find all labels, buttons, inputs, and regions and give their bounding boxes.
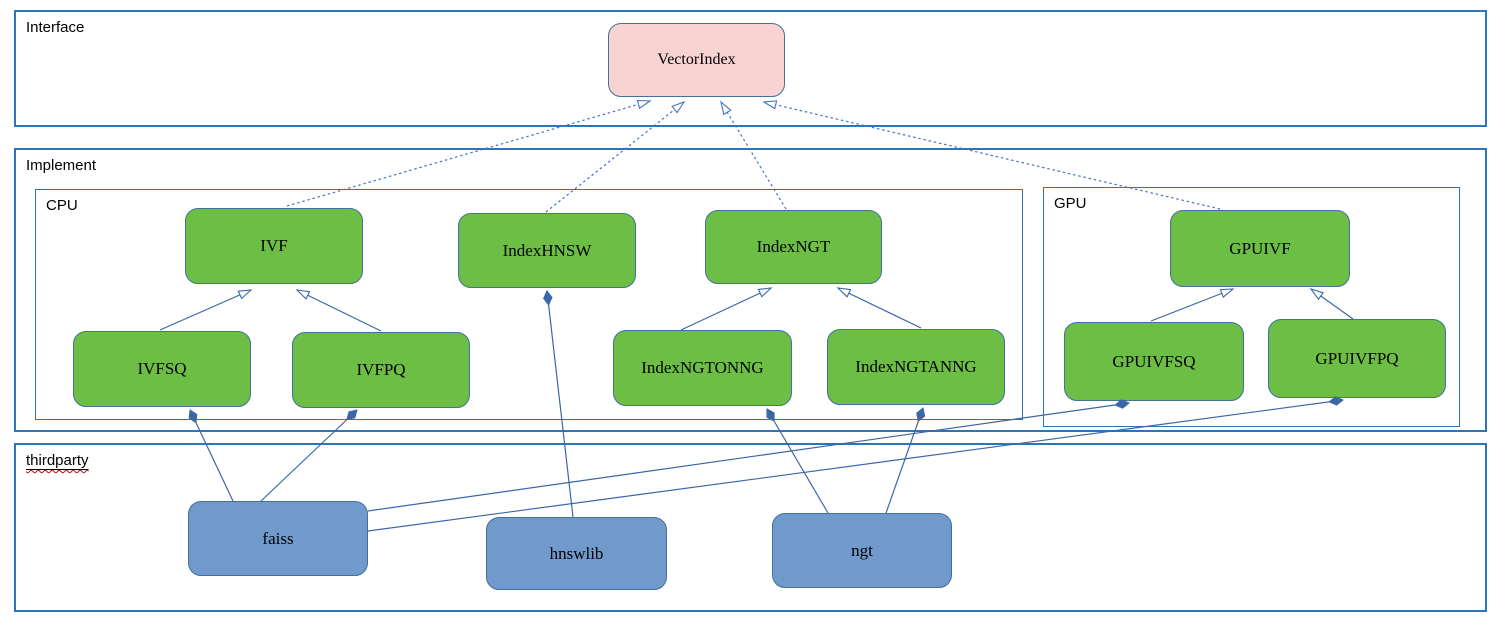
indexhnsw-node: IndexHNSW <box>458 213 636 288</box>
ivfsq-node: IVFSQ <box>73 331 251 407</box>
cpu-container-label: CPU <box>46 197 78 214</box>
indexngt-node: IndexNGT <box>705 210 882 284</box>
ivfsq-label: IVFSQ <box>137 359 187 378</box>
indexngtonng-node: IndexNGTONNG <box>613 330 792 406</box>
hnswlib-label: hnswlib <box>549 543 604 563</box>
gpuivfpq-node: GPUIVFPQ <box>1268 319 1446 398</box>
gpuivfsq-label: GPUIVFSQ <box>1112 351 1196 371</box>
ivfpq-node: IVFPQ <box>292 332 470 408</box>
gpuivfsq-node: GPUIVFSQ <box>1064 322 1244 401</box>
hnswlib-node: hnswlib <box>486 517 667 590</box>
indexngtonng-label: IndexNGTONNG <box>641 358 764 377</box>
indexngtanng-label: IndexNGTANNG <box>855 357 977 376</box>
indexngt-label: IndexNGT <box>756 237 831 256</box>
ivfpq-label: IVFPQ <box>356 360 406 379</box>
thirdparty-container-label: thirdparty <box>26 452 89 469</box>
indexhnsw-label: IndexHNSW <box>502 240 592 260</box>
ngt-label: ngt <box>851 540 873 560</box>
ivf-label: IVF <box>260 236 288 255</box>
gpu-container-label: GPU <box>1054 195 1087 212</box>
implement-container-label: Implement <box>26 157 97 174</box>
ngt-node: ngt <box>772 513 952 588</box>
gpuivfpq-label: GPUIVFPQ <box>1315 348 1399 368</box>
vectorindex-label: VectorIndex <box>657 51 736 68</box>
vectorindex-node: VectorIndex <box>608 23 785 97</box>
faiss-node: faiss <box>188 501 368 576</box>
indexngtanng-node: IndexNGTANNG <box>827 329 1005 405</box>
gpuivf-node: GPUIVF <box>1170 210 1350 287</box>
faiss-label: faiss <box>262 528 294 548</box>
gpuivf-label: GPUIVF <box>1229 238 1291 258</box>
interface-container-label: Interface <box>26 19 85 36</box>
ivf-node: IVF <box>185 208 363 284</box>
